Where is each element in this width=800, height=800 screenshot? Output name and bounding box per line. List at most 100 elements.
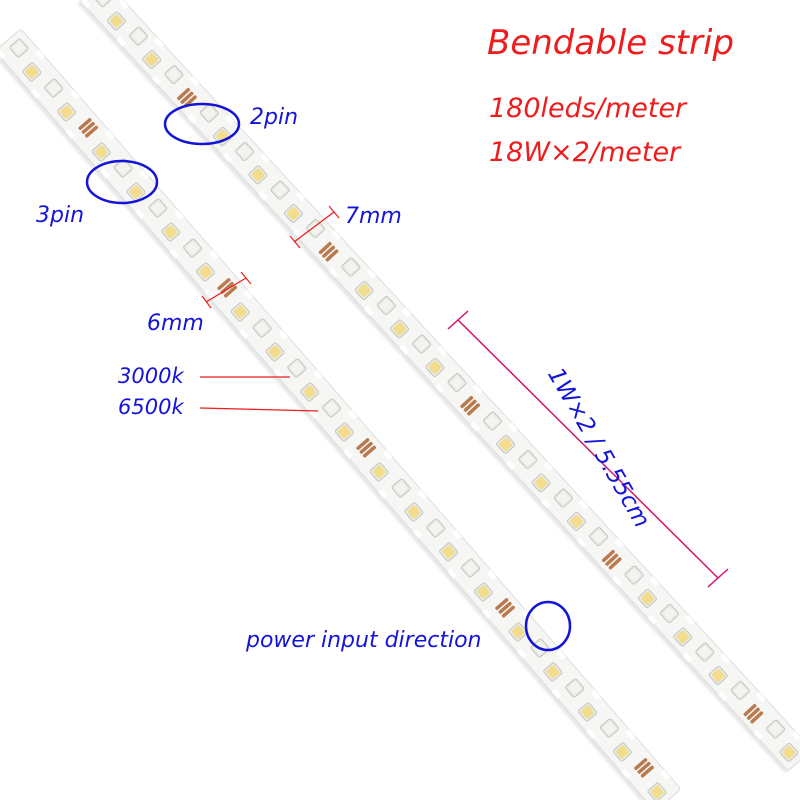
led-cool xyxy=(450,376,464,390)
strip-notch xyxy=(486,569,497,580)
strip-notch xyxy=(139,169,150,180)
strip-notch xyxy=(347,409,358,420)
strip-notch xyxy=(295,191,306,202)
strip-notch xyxy=(273,368,284,379)
strip-notch xyxy=(343,448,354,459)
led-cool xyxy=(12,41,26,55)
copper-pad xyxy=(637,761,651,774)
strip-notch xyxy=(470,421,481,432)
led-warm xyxy=(286,206,300,220)
segment-length-tick-start xyxy=(447,310,469,330)
strip-notch xyxy=(614,538,624,549)
cct-3000k-label: 3000k xyxy=(118,364,184,388)
strip-notch xyxy=(100,168,110,179)
segment-length-line xyxy=(457,319,719,579)
strip-notch xyxy=(224,114,235,125)
copper-pad xyxy=(634,758,648,771)
width-7mm-tick-b xyxy=(328,205,340,219)
led-warm xyxy=(25,65,39,79)
product-title: Bendable strip xyxy=(487,23,735,63)
strip-notch xyxy=(104,129,115,140)
led-warm xyxy=(676,630,690,644)
strip-notch xyxy=(521,609,532,620)
strip-notch xyxy=(174,209,184,220)
led-warm xyxy=(94,145,108,159)
led-cool xyxy=(47,81,61,95)
led-chip xyxy=(93,0,113,8)
strip-notch xyxy=(451,529,462,540)
led-cool xyxy=(464,561,477,575)
strip-notch xyxy=(660,769,671,780)
strip-notch xyxy=(720,653,731,664)
strip-notch xyxy=(718,691,728,702)
copper-pad xyxy=(608,557,622,570)
led-warm xyxy=(442,545,456,559)
led-cool xyxy=(663,607,676,621)
copper-pad xyxy=(84,125,99,138)
strip-notch xyxy=(328,267,339,278)
copper-pad xyxy=(325,249,339,262)
copper-pad xyxy=(640,765,654,778)
led-warm xyxy=(782,745,796,759)
led-cool xyxy=(733,684,747,698)
led-cool xyxy=(429,521,443,535)
strip-notch xyxy=(238,328,249,339)
led-warm xyxy=(615,745,629,759)
strip-notch xyxy=(621,768,631,779)
copper-pad xyxy=(460,395,474,409)
strip-notch xyxy=(151,75,162,86)
strip-notch xyxy=(35,49,45,60)
copper-pad xyxy=(743,703,757,717)
led-cool xyxy=(202,106,216,120)
strip-left xyxy=(0,29,681,800)
strip-notch xyxy=(278,329,289,340)
strip-notch xyxy=(208,249,219,260)
strip-notch xyxy=(625,729,636,740)
strip-notch xyxy=(791,730,800,741)
led-warm xyxy=(407,505,421,519)
copper-pad xyxy=(78,118,92,131)
strip-notch xyxy=(0,48,6,59)
led-warm xyxy=(650,785,664,799)
copper-pad xyxy=(318,241,332,255)
led-warm xyxy=(303,385,317,399)
led-cool xyxy=(415,337,429,351)
led-cool xyxy=(603,721,616,735)
strip-notch xyxy=(412,528,423,539)
copper-pad xyxy=(81,121,95,134)
led-cool xyxy=(238,145,252,159)
copper-pad xyxy=(180,91,194,104)
led-warm xyxy=(534,476,548,490)
strip-notch xyxy=(30,88,41,99)
width-6mm-label: 6mm xyxy=(147,311,204,336)
segment-length-tick-end xyxy=(707,568,729,588)
led-warm xyxy=(511,625,525,639)
two-pin-label: 2pin xyxy=(250,105,299,130)
led-warm xyxy=(268,345,282,359)
led-warm xyxy=(251,168,265,182)
strip-notch xyxy=(401,307,412,318)
led-warm xyxy=(581,705,595,719)
led-warm xyxy=(546,665,560,679)
strip-notch xyxy=(590,689,601,700)
led-cool xyxy=(151,201,165,215)
led-cool xyxy=(132,29,145,43)
copper-pad xyxy=(177,87,191,101)
led-cool xyxy=(627,568,641,582)
led-cool xyxy=(769,722,783,736)
led-warm xyxy=(145,52,159,66)
strip-notch xyxy=(243,289,254,300)
strip-notch xyxy=(541,498,551,509)
strip-notch xyxy=(80,0,91,9)
width-7mm-tick-a xyxy=(289,235,301,249)
leds-per-meter-label: 180leds/meter xyxy=(489,93,687,124)
copper-pad xyxy=(501,605,515,618)
led-warm xyxy=(570,514,583,528)
led-warm xyxy=(129,185,143,199)
led-cool xyxy=(344,260,358,274)
strip-notch xyxy=(551,688,562,699)
two-pin-highlight xyxy=(163,102,241,146)
width-7mm-marker xyxy=(293,211,335,243)
led-cool xyxy=(568,681,582,695)
width-6mm-tick-b xyxy=(240,271,252,285)
